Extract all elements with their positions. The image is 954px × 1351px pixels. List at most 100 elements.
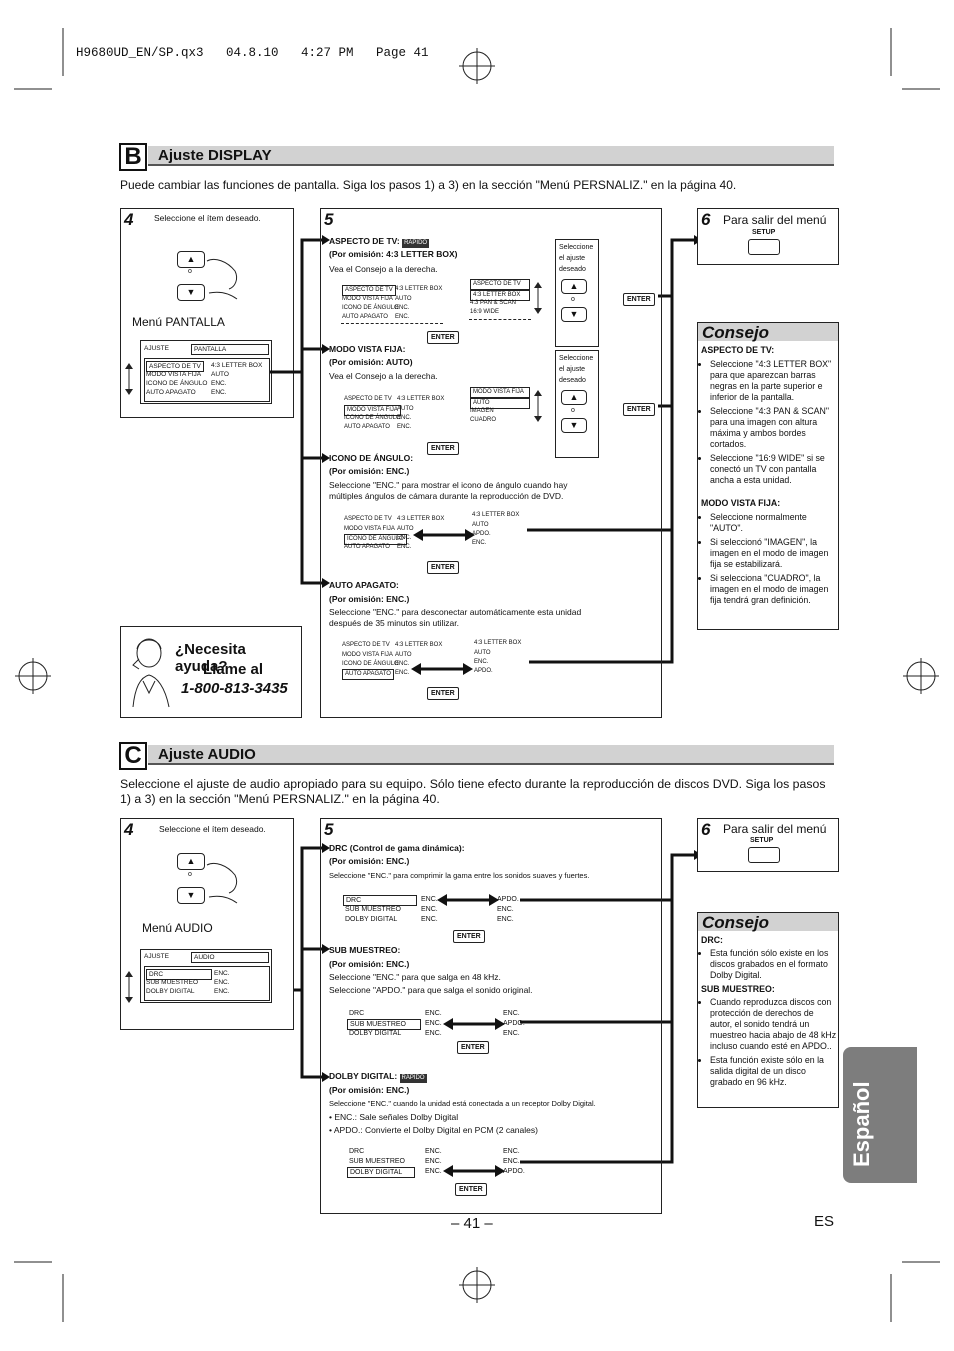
aspecto-options: ASPECTO DE TV 4:3 LETTER BOX 4:3 PAN & S… — [469, 279, 531, 320]
option: 4:3 LETTER BOX — [474, 639, 521, 648]
option: ENC. — [503, 1029, 520, 1038]
step-number: 6 — [701, 211, 710, 228]
down-arrow-button[interactable]: ▼ — [561, 307, 587, 322]
consejo-list: Seleccione normalmente "AUTO". Si selecc… — [701, 512, 837, 606]
mini-row: ICONO DE ÁNGULO — [342, 304, 399, 313]
drc-options: APDO. ENC. ENC. — [497, 895, 537, 929]
dolby-bullet2: • APDO.: Convierte el Dolby Digital en P… — [329, 1125, 538, 1136]
mini-val: AUTO — [397, 405, 414, 414]
enter-button[interactable]: ENTER — [457, 1041, 489, 1054]
mini-row: AUTO APAGATO — [342, 669, 394, 680]
mini-val: AUTO — [397, 525, 414, 534]
consejo-heading: DRC: — [701, 935, 837, 946]
up-arrow-button[interactable]: ▲ — [177, 853, 205, 870]
enter-button[interactable]: ENTER — [623, 293, 655, 306]
up-down-icon — [533, 281, 543, 315]
option: MODO VISTA FIJA — [470, 387, 530, 398]
mini-val: ENC. — [395, 660, 409, 669]
option: 4:3 LETTER BOX — [472, 511, 519, 520]
audio-step6-box: 6 Para salir del menú SETUP — [697, 818, 839, 872]
mini-val: ENC. — [397, 543, 411, 552]
consejo-list: Esta función sólo existe en los discos g… — [701, 948, 837, 981]
mini-val: 4:3 LETTER BOX — [397, 515, 444, 524]
mini-val: ENC. — [395, 304, 409, 313]
setup-button[interactable] — [748, 847, 780, 863]
consejo-item: Seleccione "4:3 LETTER BOX" para que apa… — [710, 359, 837, 403]
screen-row-label: DOLBY DIGITAL — [146, 987, 195, 996]
sub-desc2: Seleccione "APDO." para que salga el son… — [329, 985, 533, 996]
display-step5-box: 5 ASPECTO DE TV: RÁPIDO (Por omisión: 4:… — [320, 208, 662, 718]
consejo-item: Cuando reproduzca discos con protección … — [710, 997, 837, 1052]
mini-val: 4:3 LETTER BOX — [395, 641, 442, 650]
enter-button[interactable]: ENTER — [427, 442, 459, 455]
display-step6-box: 6 Para salir del menú SETUP — [697, 208, 839, 265]
section-letter-c: C — [119, 742, 147, 770]
mini-val: ENC. — [395, 669, 409, 678]
consejo-heading: MODO VISTA FIJA: — [701, 498, 837, 509]
mini-val: 4:3 LETTER BOX — [397, 395, 444, 404]
apagato-title: AUTO APAGATO: — [329, 580, 399, 591]
dolby-title-text: DOLBY DIGITAL: — [329, 1071, 397, 1081]
modo-select-box: Seleccioneel ajustedeseado ▲ o ▼ — [555, 350, 599, 458]
option: 16:9 WIDE — [470, 308, 499, 317]
select-hint: Seleccioneel ajustedeseado — [559, 353, 599, 386]
consejo-item: Esta función existe sólo en la salida di… — [710, 1055, 837, 1088]
modo-mini-screen: ASPECTO DE TV 4:3 LETTER BOX MODO VISTA … — [343, 391, 445, 433]
option: 4:3 PAN & SCAN — [470, 299, 516, 308]
row-val: ENC. — [425, 1147, 442, 1156]
enter-button[interactable]: ENTER — [427, 561, 459, 574]
aspecto-select-box: Seleccioneel ajustedeseado ▲ o ▼ — [555, 239, 599, 347]
enter-button[interactable]: ENTER — [453, 930, 485, 943]
up-arrow-button[interactable]: ▲ — [561, 279, 587, 294]
operator-headset-icon — [125, 635, 175, 711]
aspecto-title: ASPECTO DE TV: RÁPIDO — [329, 236, 429, 248]
icono-desc: Seleccione "ENC." para mostrar el icono … — [329, 480, 599, 502]
step-number: 6 — [701, 821, 710, 838]
consejo-title: Consejo — [702, 324, 769, 342]
down-arrow-button[interactable]: ▼ — [561, 418, 587, 433]
mini-row: ASPECTO DE TV — [344, 515, 392, 524]
apagato-desc: Seleccione "ENC." para desconectar autom… — [329, 607, 599, 629]
sub-title: SUB MUESTREO: — [329, 945, 400, 956]
consejo-item: Si seleccionó "IMAGEN", la imagen en el … — [710, 537, 837, 570]
enter-button[interactable]: ENTER — [623, 403, 655, 416]
mini-row: AUTO APAGATO — [344, 423, 390, 432]
audio-step4-box: 4 Seleccione el ítem deseado. ▲ o ▼ Menú… — [120, 818, 294, 1030]
up-arrow-button[interactable]: ▲ — [561, 390, 587, 405]
option: CUADRO — [470, 416, 496, 425]
aspecto-mini-screen: ASPECTO DE TV 4:3 LETTER BOX MODO VISTA … — [341, 281, 443, 324]
aspecto-title-text: ASPECTO DE TV: — [329, 236, 400, 246]
audio-section-header: Ajuste AUDIO — [148, 745, 834, 765]
hint-line: Seleccione — [559, 353, 599, 364]
enter-button[interactable]: ENTER — [427, 687, 459, 700]
pointing-hand-icon — [205, 857, 241, 907]
consejo-item: Seleccione normalmente "AUTO". — [710, 512, 837, 534]
double-arrow-icon — [413, 529, 475, 541]
sub-screen: DRC ENC. SUB MUESTREO ENC. DOLBY DIGITAL… — [347, 1009, 447, 1043]
audio-consejo-box: Consejo DRC: Esta función sólo existe en… — [697, 912, 839, 1108]
row-label: DRC — [349, 1009, 364, 1018]
hint-line: el ajuste — [559, 364, 599, 375]
down-arrow-button[interactable]: ▼ — [177, 887, 205, 904]
enter-button[interactable]: ENTER — [455, 1183, 487, 1196]
option: ENC. — [497, 915, 514, 924]
setup-button[interactable] — [748, 239, 780, 255]
option: AUTO — [474, 649, 491, 658]
mini-val: ENC. — [395, 313, 409, 322]
audio-title: Ajuste AUDIO — [158, 745, 256, 764]
screen-header-label: AJUSTE — [144, 952, 169, 961]
language-tab-label: Español — [849, 1081, 875, 1167]
option: ENC. — [503, 1147, 520, 1156]
row-val: ENC. — [425, 1019, 442, 1028]
enter-button[interactable]: ENTER — [427, 331, 459, 344]
double-arrow-icon — [443, 1018, 505, 1030]
mini-row: MODO VISTA FIJA — [342, 295, 393, 304]
audio-step5-box: 5 DRC (Control de gama dinámica): (Por o… — [320, 818, 662, 1214]
help-line2: Llame al — [203, 661, 263, 678]
row-val: ENC. — [425, 1009, 442, 1018]
or-label: o — [188, 870, 192, 880]
mini-row: ICONO DE ÁNGULO — [344, 414, 401, 423]
row-label: SUB MUESTREO — [345, 905, 401, 914]
or-label: o — [571, 295, 575, 305]
menu-label: Menú AUDIO — [142, 921, 213, 935]
